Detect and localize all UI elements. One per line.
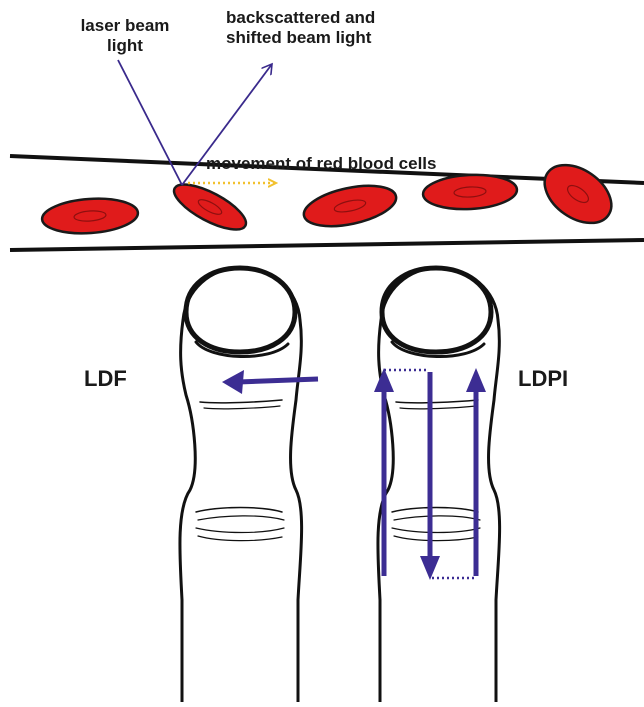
red-blood-cell-icon — [41, 196, 139, 237]
finger-icon — [378, 268, 500, 702]
finger-icon — [180, 268, 302, 702]
backscattered-label-line1: backscattered and — [226, 8, 375, 28]
ldpi-scan-pattern — [374, 368, 486, 580]
vessel-bottom-wall — [10, 240, 644, 250]
laser-beam-line — [118, 60, 182, 185]
laser-beam-label: laser beam light — [79, 16, 171, 55]
laser-beam-label-line1: laser beam — [79, 16, 171, 36]
red-blood-cell-icon — [422, 173, 518, 212]
ldf-label: LDF — [84, 366, 127, 391]
laser-beam-label-line2: light — [79, 36, 171, 56]
ldf-scan-arrow — [222, 370, 318, 394]
red-blood-cell-icon — [300, 179, 399, 234]
red-blood-cell-icon — [168, 176, 252, 238]
ldpi-label: LDPI — [518, 366, 568, 391]
backscattered-label-line2: shifted beam light — [226, 28, 375, 48]
backscattered-label: backscattered and shifted beam light — [226, 8, 375, 47]
red-blood-cell-icon — [534, 153, 622, 235]
movement-label: movement of red blood cells — [206, 154, 437, 174]
